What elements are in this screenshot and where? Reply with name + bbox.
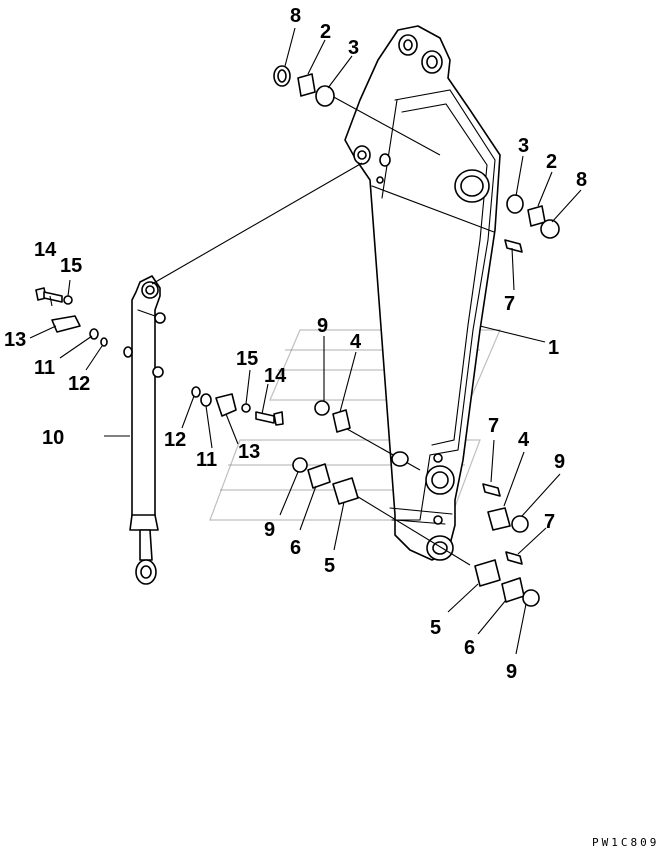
callout-5-left: 5	[324, 555, 335, 577]
callout-11-left: 11	[34, 357, 55, 379]
callout-7-mid: 7	[488, 415, 499, 437]
callout-6-right: 6	[464, 637, 475, 659]
callout-13-mid: 13	[238, 441, 260, 463]
callout-6-left: 6	[290, 537, 301, 559]
callout-9-right: 9	[554, 451, 565, 473]
callout-5-right: 5	[430, 617, 441, 639]
callout-10: 10	[42, 427, 64, 449]
callout-15-left: 15	[60, 255, 82, 277]
lower-pin-line	[349, 491, 471, 566]
callout-11-mid: 11	[196, 449, 217, 471]
callout-9-bottom: 9	[506, 661, 517, 683]
callout-12-left: 12	[68, 373, 90, 395]
callout-13-left: 13	[4, 329, 26, 351]
callout-3-right: 3	[518, 135, 529, 157]
callout-14-mid: 14	[264, 365, 287, 387]
callout-3-top: 3	[348, 37, 359, 59]
callout-12-mid: 12	[164, 429, 186, 451]
top-pin-line	[329, 94, 441, 156]
callout-leaders	[29, 27, 582, 655]
callout-2-right: 2	[546, 151, 557, 173]
callout-4-mid: 4	[350, 331, 362, 353]
callout-4-lower: 4	[518, 429, 530, 451]
callout-8-right: 8	[576, 169, 587, 191]
callout-9-lower-left: 9	[264, 519, 275, 541]
callout-7-lower: 7	[544, 511, 555, 533]
callout-8-top: 8	[290, 5, 301, 27]
callout-7-upper: 7	[504, 293, 515, 315]
callout-labels: 8 2 3 3 2 8 7 1 9 4 14 15 13 11 12 10 15…	[4, 5, 587, 683]
boom-arm	[344, 25, 501, 561]
callout-15-mid: 15	[236, 348, 258, 370]
callout-1: 1	[548, 337, 559, 359]
cylinder-pin-line	[151, 162, 363, 285]
drawing-code: PW1C809	[592, 836, 659, 849]
callout-9-mid: 9	[317, 315, 328, 337]
callout-2-top: 2	[320, 21, 331, 43]
hardware	[35, 65, 560, 607]
callout-14-left: 14	[34, 239, 57, 261]
hydraulic-cylinder	[123, 275, 166, 585]
